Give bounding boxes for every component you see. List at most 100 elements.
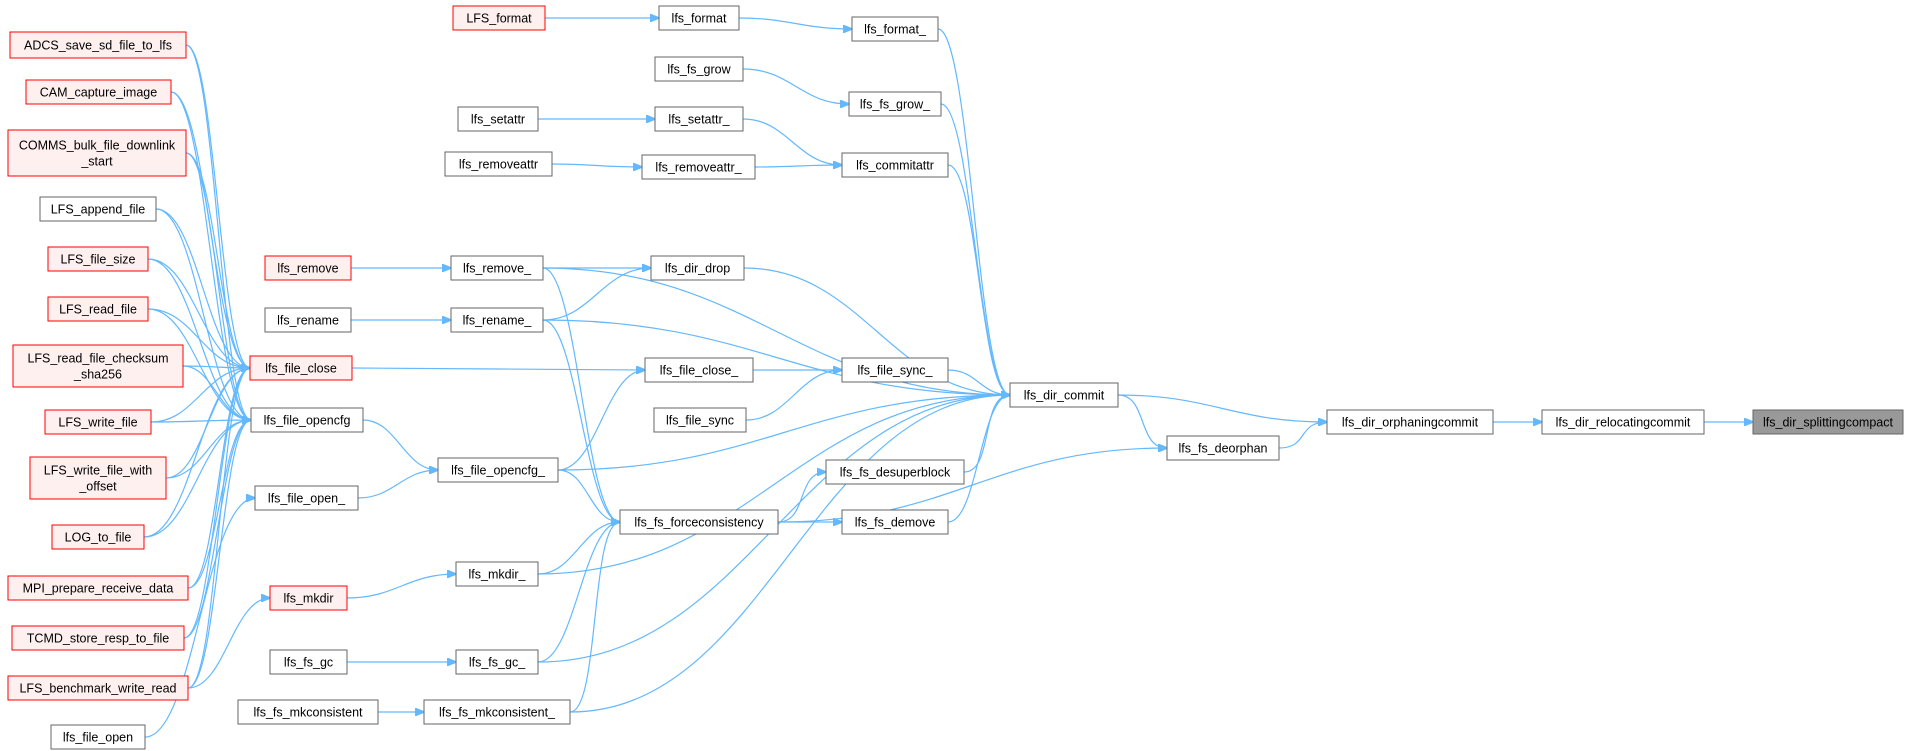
node-lfs-dir-splittingcompact[interactable]: lfs_dir_splittingcompact	[1752, 409, 1904, 435]
node-lfs-dir-commit[interactable]: lfs_dir_commit	[1009, 382, 1119, 408]
node-lfs-removeattr-underscore[interactable]: lfs_removeattr_	[641, 154, 756, 180]
node-lfs-fs-mkconsistent[interactable]: lfs_fs_mkconsistent	[237, 699, 379, 725]
node-lfs-format[interactable]: LFS_format	[452, 5, 546, 31]
node-box	[47, 246, 149, 272]
node-lfs-remove[interactable]: lfs_remove	[264, 255, 352, 281]
node-label: lfs_format	[672, 12, 727, 26]
node-label: lfs_remove	[277, 262, 338, 276]
node-lfs-dir-drop[interactable]: lfs_dir_drop	[650, 255, 745, 281]
node-box	[47, 296, 149, 322]
node-label: lfs_dir_orphaningcommit	[1342, 416, 1479, 430]
node-label: lfs_removeattr	[459, 158, 538, 172]
node-label: lfs_dir_drop	[665, 262, 730, 276]
node-log-to-file[interactable]: LOG_to_file	[51, 524, 145, 550]
edge-lfs-removeattr-to-lfs-removeattr-underscore	[551, 164, 642, 167]
node-lfs-file-opencfg[interactable]: lfs_file_opencfg	[250, 407, 364, 433]
node-box	[11, 625, 185, 651]
edge-lfs-fs-grow-to-lfs-fs-grow-underscore	[742, 68, 849, 104]
node-tcmd-store[interactable]: TCMD_store_resp_to_file	[11, 625, 185, 651]
node-label: lfs_fs_gc	[284, 656, 333, 670]
node-lfs-fs-deorphan[interactable]: lfs_fs_deorphan	[1166, 435, 1280, 461]
node-lfs-commitattr[interactable]: lfs_commitattr	[841, 152, 949, 178]
node-lfs-file-close[interactable]: lfs_file_close	[249, 355, 353, 381]
node-lfs-file-close-underscore[interactable]: lfs_file_close_	[644, 357, 754, 383]
node-box	[654, 106, 744, 132]
node-box	[25, 79, 172, 105]
edge-lfs-file-open-to-lfs-file-open-underscore	[144, 498, 255, 738]
edge-lfs-rename-underscore-to-lfs-dir-drop	[542, 268, 651, 321]
node-lfs-file-sync-underscore[interactable]: lfs_file_sync_	[841, 357, 949, 383]
node-label: lfs_file_close_	[660, 364, 740, 378]
node-box	[1541, 409, 1705, 435]
edge-lfs-dir-commit-to-lfs-fs-deorphan	[1117, 394, 1167, 448]
node-label: lfs_file_opencfg	[264, 414, 351, 428]
node-lfs-rename[interactable]: lfs_rename	[264, 307, 352, 333]
nodes-layer: LFS_format lfs_format lfs_format_ lfs_fs_gr…	[7, 5, 1904, 750]
node-label: lfs_setattr	[471, 113, 525, 127]
node-cam-capture[interactable]: CAM_capture_image	[25, 79, 172, 105]
node-box	[269, 649, 348, 675]
edge-lfs-read-checksum-to-lfs-file-opencfg	[182, 365, 251, 420]
edge-tcmd-store-to-lfs-file-close	[183, 368, 250, 639]
node-label: lfs_dir_splittingcompact	[1763, 416, 1893, 430]
node-lfs-format-underscore[interactable]: lfs_format_	[851, 16, 939, 42]
node-lfs-fs-forceconsistency[interactable]: lfs_fs_forceconsistency	[619, 509, 779, 535]
node-lfs-append-file[interactable]: LFS_append_file	[39, 196, 157, 222]
node-adcs-save[interactable]: ADCS_save_sd_file_to_lfs	[9, 31, 187, 59]
edge-lfs-file-sync-to-lfs-file-sync-underscore	[745, 370, 842, 421]
node-box	[455, 561, 539, 587]
node-label: LFS_write_file	[58, 416, 137, 430]
edges-layer	[143, 18, 1753, 738]
node-lfs-fs-gc[interactable]: lfs_fs_gc	[269, 649, 348, 675]
node-label: lfs_fs_forceconsistency	[634, 516, 764, 530]
node-lfs-file-opencfg-underscore[interactable]: lfs_file_opencfg_	[437, 457, 559, 483]
node-lfs-file-open[interactable]: lfs_file_open	[50, 724, 146, 750]
node-comms-bulk[interactable]: COMMS_bulk_file_downlink_start	[7, 129, 187, 177]
node-lfs-dir-relocatingcommit[interactable]: lfs_dir_relocatingcommit	[1541, 409, 1705, 435]
node-lfs-rename-underscore[interactable]: lfs_rename_	[450, 307, 544, 333]
node-label: lfs_fs_mkconsistent_	[439, 706, 556, 720]
node-lfs-fs-grow-underscore[interactable]: lfs_fs_grow_	[848, 91, 942, 117]
node-lfs-mkdir-underscore[interactable]: lfs_mkdir_	[455, 561, 539, 587]
node-lfs-file-sync[interactable]: lfs_file_sync	[653, 407, 747, 433]
node-label: lfs_dir_relocatingcommit	[1556, 416, 1691, 430]
node-box	[444, 151, 553, 177]
node-lfs-setattr[interactable]: lfs_setattr	[457, 106, 539, 132]
node-lfs-remove-underscore[interactable]: lfs_remove_	[450, 255, 544, 281]
node-box	[7, 129, 187, 177]
node-label: lfs_file_open_	[268, 492, 346, 506]
node-label: LFS_format	[466, 12, 532, 26]
node-lfs-fs-desuperblock[interactable]: lfs_fs_desuperblock	[825, 459, 965, 485]
node-mpi-prepare[interactable]: MPI_prepare_receive_data	[7, 575, 189, 601]
node-box	[7, 675, 189, 701]
node-lfs-dir-orphaningcommit[interactable]: lfs_dir_orphaningcommit	[1326, 409, 1494, 435]
edge-lfs-file-open-underscore-to-lfs-file-opencfg-underscore	[357, 470, 438, 499]
node-lfs-benchmark[interactable]: LFS_benchmark_write_read	[7, 675, 189, 701]
node-label: lfs_fs_desuperblock	[840, 466, 951, 480]
node-box	[39, 196, 157, 222]
node-lfs-write-file[interactable]: LFS_write_file	[44, 409, 152, 435]
node-lfs-read-file[interactable]: LFS_read_file	[47, 296, 149, 322]
node-lfs-mkdir[interactable]: lfs_mkdir	[269, 585, 348, 611]
node-box	[264, 307, 352, 333]
node-label: lfs_dir_commit	[1024, 389, 1105, 403]
node-lfs-fs-grow[interactable]: lfs_fs_grow	[654, 56, 744, 82]
node-box	[423, 699, 571, 725]
node-lfs-removeattr[interactable]: lfs_removeattr	[444, 151, 553, 177]
node-lfs-format[interactable]: lfs_format	[658, 5, 740, 31]
node-lfs-file-open-underscore[interactable]: lfs_file_open_	[254, 485, 359, 511]
edge-lfs-setattr-underscore-to-lfs-commitattr	[742, 118, 842, 165]
node-lfs-setattr-underscore[interactable]: lfs_setattr_	[654, 106, 744, 132]
node-lfs-write-offset[interactable]: LFS_write_file_with_offset	[29, 456, 167, 500]
node-box	[44, 409, 152, 435]
node-lfs-read-checksum[interactable]: LFS_read_file_checksum_sha256	[12, 344, 184, 388]
node-lfs-fs-mkconsistent-underscore[interactable]: lfs_fs_mkconsistent_	[423, 699, 571, 725]
node-lfs-fs-gc-underscore[interactable]: lfs_fs_gc_	[455, 649, 539, 675]
node-lfs-fs-demove[interactable]: lfs_fs_demove	[841, 509, 949, 535]
node-box	[851, 16, 939, 42]
node-box	[51, 524, 145, 550]
node-label: lfs_removeattr_	[655, 161, 742, 175]
node-lfs-file-size[interactable]: LFS_file_size	[47, 246, 149, 272]
edge-lfs-file-size-to-lfs-file-close	[147, 258, 250, 368]
node-label: lfs_mkdir	[283, 592, 333, 606]
